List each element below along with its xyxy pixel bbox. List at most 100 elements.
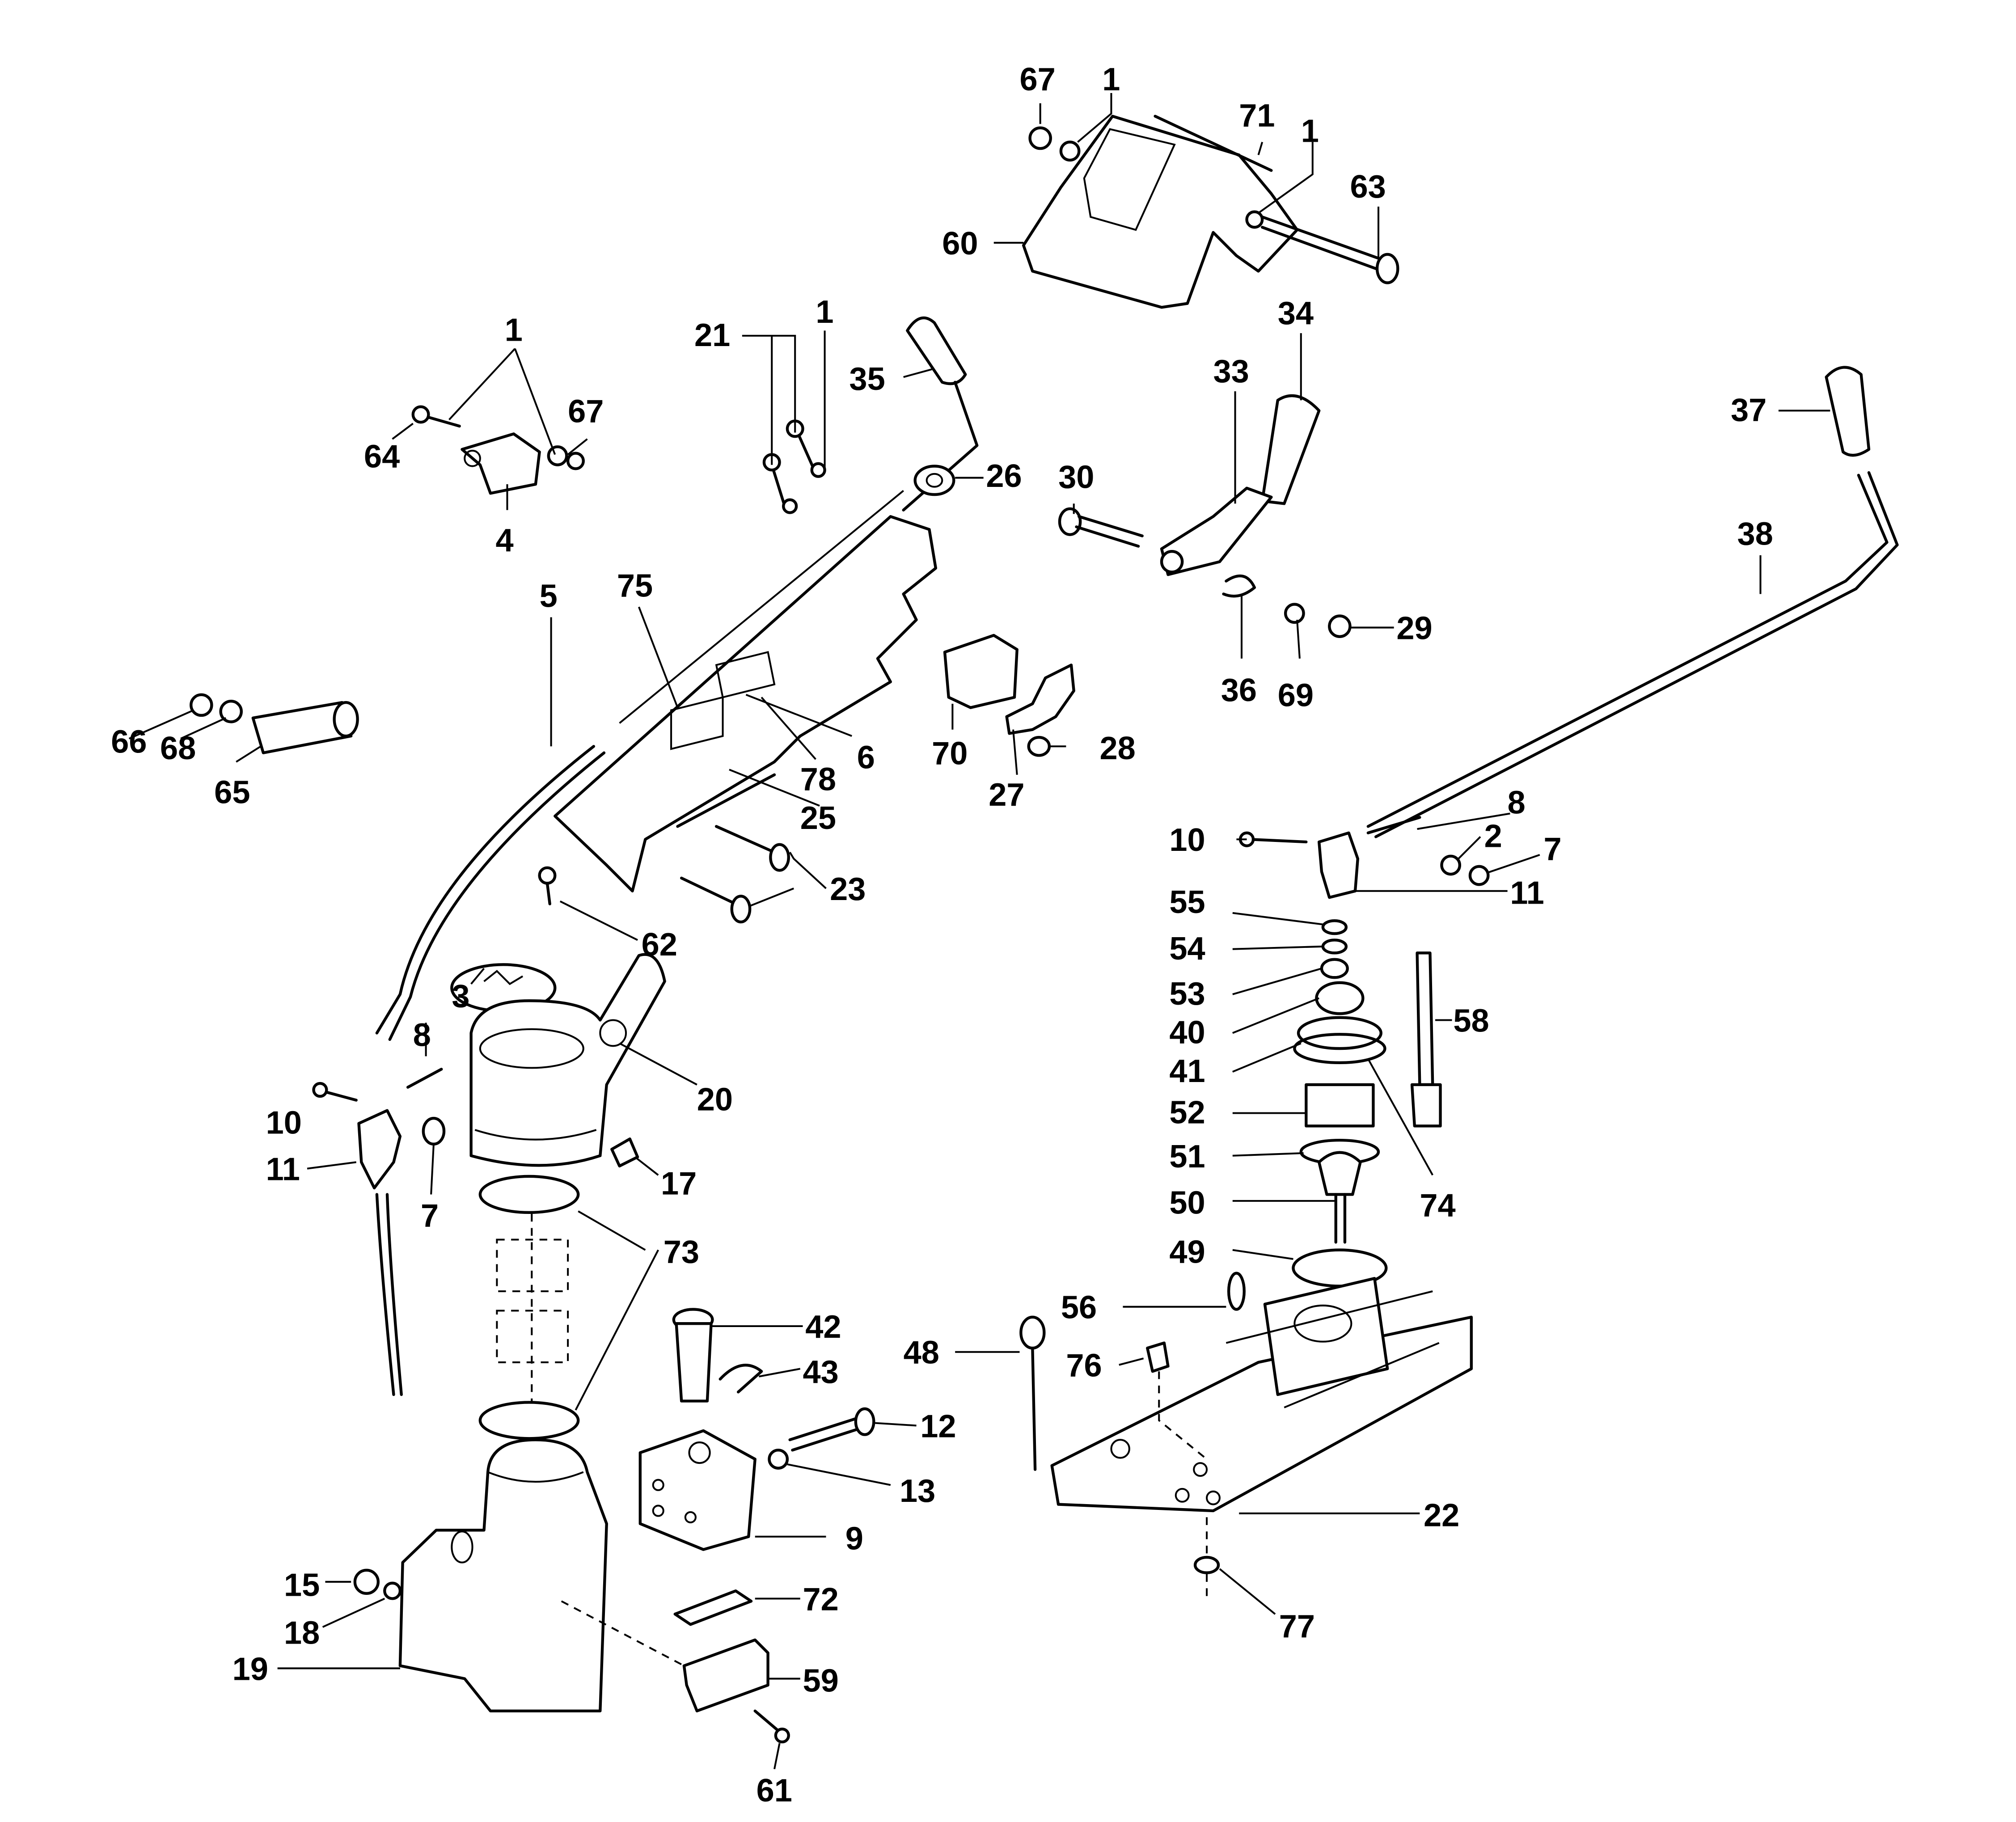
callout-50: 50: [1169, 1185, 1205, 1221]
callout-54: 54: [1169, 931, 1205, 967]
part-bolt-30: [1058, 507, 1144, 548]
part-stack-55-53: [1320, 919, 1349, 979]
callout-74: 74: [1420, 1188, 1455, 1224]
callout-7: 7: [1543, 831, 1561, 867]
part-nuts-69-29: [1284, 603, 1352, 638]
callout-15: 15: [284, 1568, 320, 1603]
callout-42: 42: [805, 1309, 841, 1345]
leader-lines: [128, 93, 1830, 1769]
callout-59: 59: [803, 1663, 839, 1699]
callout-28: 28: [1099, 731, 1135, 766]
callout-3: 3: [452, 979, 469, 1015]
part-cover-60: [1022, 114, 1299, 309]
part-washer-77: [1193, 1556, 1220, 1574]
callout-77: 77: [1279, 1609, 1315, 1644]
callout-labels: 67 1 71 1 63 60 34 33 21 1 35 26 1 67 64…: [111, 62, 1773, 1809]
callout-17: 17: [661, 1166, 697, 1201]
callout-34: 34: [1278, 296, 1314, 331]
part-link-11-right: [1238, 816, 1490, 899]
callout-11: 11: [266, 1152, 300, 1188]
part-rod-5: [375, 745, 606, 1041]
callout-36: 36: [1221, 672, 1257, 708]
callout-21: 21: [694, 317, 730, 353]
part-housing-20: [469, 953, 666, 1167]
callout-62: 62: [642, 927, 677, 963]
callout-53: 53: [1169, 976, 1205, 1012]
callout-71: 71: [1239, 98, 1275, 134]
callout-66: 66: [111, 724, 147, 760]
part-gear-40-41-52-51: [1293, 981, 1386, 1244]
callout-11: 11: [1510, 875, 1544, 911]
callout-1: 1: [816, 294, 833, 330]
callout-1: 1: [1301, 114, 1319, 149]
part-fitting-76: [1146, 1341, 1208, 1460]
part-nut-washer-67-1: [1028, 126, 1081, 162]
callout-30: 30: [1058, 460, 1094, 495]
callout-4: 4: [495, 523, 513, 558]
part-bolt-12: [768, 1407, 875, 1470]
part-clamp-27: [1005, 664, 1075, 757]
part-nipple-17: [610, 1137, 639, 1168]
callout-8: 8: [413, 1017, 431, 1053]
part-nuts-15-18: [353, 1568, 402, 1600]
callout-10: 10: [266, 1105, 302, 1141]
callout-29: 29: [1396, 611, 1432, 647]
callout-76: 76: [1066, 1348, 1102, 1384]
callout-67: 67: [1019, 62, 1055, 97]
part-dipstick-48: [1019, 1315, 1046, 1471]
part-clip-43: [718, 1364, 763, 1394]
part-orings-73: [478, 1175, 580, 1440]
callout-43: 43: [803, 1354, 839, 1390]
part-bushing-26: [913, 465, 955, 496]
callout-40: 40: [1169, 1015, 1205, 1051]
callout-18: 18: [284, 1615, 320, 1651]
part-knob-37: [1825, 366, 1871, 457]
callout-1: 1: [505, 312, 523, 348]
callout-23: 23: [830, 871, 866, 907]
callout-1: 1: [1102, 62, 1120, 97]
part-coupling-dashed: [496, 1213, 569, 1401]
callout-38: 38: [1737, 516, 1773, 552]
callout-72: 72: [803, 1581, 839, 1617]
part-bracket-assembly-25: [554, 490, 938, 892]
part-lever-33-34: [1160, 394, 1321, 576]
part-screw-62: [538, 866, 557, 905]
part-spring-36: [1222, 574, 1256, 598]
callout-51: 51: [1169, 1139, 1205, 1175]
callout-33: 33: [1213, 354, 1249, 389]
part-bolt-63: [1245, 210, 1399, 284]
part-pin-42: [672, 1308, 714, 1403]
callout-10: 10: [1169, 822, 1205, 858]
callout-35: 35: [849, 361, 885, 397]
callout-73: 73: [664, 1234, 699, 1270]
callout-60: 60: [942, 226, 978, 262]
callout-9: 9: [845, 1521, 863, 1557]
part-bracket-9: [638, 1429, 757, 1551]
callout-13: 13: [900, 1473, 935, 1509]
callout-12: 12: [920, 1408, 956, 1444]
callout-52: 52: [1169, 1095, 1205, 1131]
callout-58: 58: [1453, 1003, 1489, 1039]
part-link-11-left: [312, 1068, 446, 1396]
callout-8: 8: [1508, 785, 1526, 820]
callout-26: 26: [986, 458, 1022, 494]
callout-68: 68: [160, 731, 196, 766]
callout-37: 37: [1731, 392, 1767, 428]
callout-5: 5: [540, 578, 558, 614]
part-spring-56: [1227, 1272, 1246, 1311]
callout-69: 69: [1278, 678, 1314, 714]
callout-55: 55: [1169, 884, 1205, 920]
callout-56: 56: [1061, 1290, 1097, 1326]
callout-75: 75: [617, 568, 653, 604]
callout-48: 48: [904, 1335, 939, 1371]
part-handle-65: [190, 693, 359, 754]
part-bolts-23: [680, 825, 790, 924]
part-base-19: [398, 1438, 608, 1712]
callout-25: 25: [800, 800, 836, 836]
callout-20: 20: [697, 1082, 733, 1118]
part-clamp-4: [411, 405, 585, 495]
part-gearshift-rod-38: [1366, 471, 1899, 838]
part-bracket-70: [943, 634, 1019, 709]
part-shaft-58: [1410, 951, 1442, 1128]
